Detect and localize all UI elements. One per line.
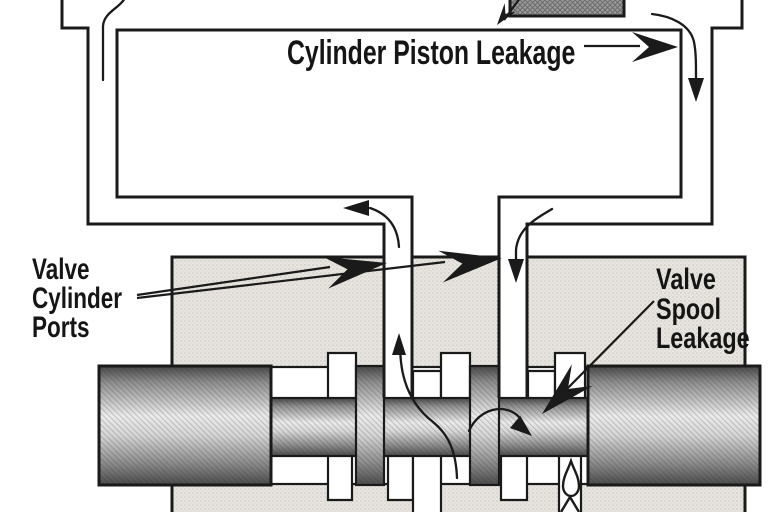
ports-arrow-shaft-2 xyxy=(136,260,446,300)
valve-spool xyxy=(97,364,762,487)
annotation-arrows xyxy=(136,0,655,399)
label-line: Leakage xyxy=(656,322,750,355)
valve-cylinder-ports-label: Valve Cylinder Ports xyxy=(32,253,123,344)
label-line: Valve xyxy=(32,253,90,286)
label-line: Valve xyxy=(656,263,716,296)
flow-right-riser xyxy=(650,12,698,82)
cylinder-piston-leakage-label: Cylinder Piston Leakage xyxy=(287,36,575,70)
piston xyxy=(508,0,626,18)
label-line: Spool xyxy=(656,292,721,326)
label-text: Cylinder Piston Leakage xyxy=(287,34,576,72)
spool-end-right xyxy=(586,364,762,487)
arrowhead-icon xyxy=(542,364,593,414)
ports-arrow-shaft-1 xyxy=(136,265,331,297)
spool-neck xyxy=(269,396,590,458)
flow-spool-leak xyxy=(467,407,522,433)
droplet-icon xyxy=(561,457,581,498)
arrowhead-icon xyxy=(632,32,678,62)
valve-cylinder-port-right-channel xyxy=(500,255,526,398)
arrowhead-icon xyxy=(438,250,502,283)
flow-bottom-left xyxy=(368,206,401,249)
spool-end-left xyxy=(97,364,273,487)
droplet-forming-icon xyxy=(559,494,581,512)
label-line: Cylinder xyxy=(32,282,123,315)
valve-cylinder-port-left-channel xyxy=(385,255,411,398)
lower-port-openings xyxy=(326,456,529,502)
arrowhead-icon xyxy=(510,415,532,436)
spool-land-center-right xyxy=(468,364,501,487)
flow-into-port xyxy=(514,207,554,262)
arrowhead-icon xyxy=(323,256,387,289)
flow-lines xyxy=(101,0,698,480)
spool-land-center-left xyxy=(354,364,386,487)
valve-spool-leakage-label: Valve Spool Leakage xyxy=(656,265,750,354)
arrowhead-icon xyxy=(343,200,369,216)
tank-drain-channel xyxy=(411,457,443,512)
arrowhead-icon xyxy=(688,78,704,102)
cylinder-piping-outline xyxy=(60,0,744,398)
flow-through-valve xyxy=(398,348,459,480)
flow-arrowheads xyxy=(343,78,704,436)
arrowhead-icon xyxy=(392,333,406,355)
spool-leakage-arrow-shaft xyxy=(557,300,655,399)
flow-left-riser xyxy=(101,0,126,82)
annotation-arrowheads xyxy=(323,3,678,414)
arrowhead-icon xyxy=(497,3,516,25)
arrowhead-icon xyxy=(508,259,524,283)
label-line: Ports xyxy=(32,311,90,344)
